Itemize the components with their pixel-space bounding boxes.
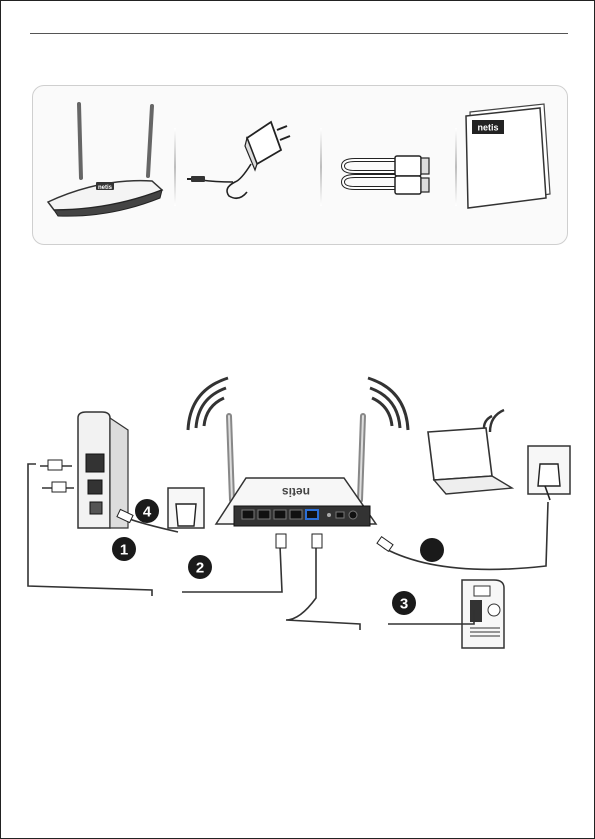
dsl-plug <box>52 482 66 492</box>
step-badge-4: 4 <box>135 499 159 523</box>
computer-tower <box>462 580 504 648</box>
laptop-wifi-icon <box>484 410 504 432</box>
step-badge-3: 3 <box>392 591 416 615</box>
router-brand-label: netis <box>282 485 310 499</box>
header-rule <box>30 33 568 34</box>
divider <box>320 128 322 206</box>
power-adapter-icon <box>185 98 315 218</box>
step-number: 2 <box>196 560 204 577</box>
laptop <box>428 428 512 494</box>
step-number: 1 <box>120 542 128 559</box>
guide-booklet-icon: netis <box>460 98 560 218</box>
ethernet-plug <box>312 534 322 548</box>
router: netis <box>216 478 376 526</box>
power-plug <box>377 537 393 552</box>
wifi-signal-icon <box>188 378 408 430</box>
wan-port <box>306 510 318 519</box>
router-brand-label: netis <box>98 185 113 191</box>
guide-brand-label: netis <box>477 123 498 133</box>
step-badge-1: 1 <box>112 537 136 561</box>
step-number: 4 <box>143 504 152 521</box>
divider <box>455 128 457 206</box>
divider <box>174 128 176 206</box>
router-icon: netis <box>40 98 170 218</box>
wall-outlet-left <box>168 488 204 528</box>
step-number: 3 <box>400 596 408 613</box>
wall-outlet-right <box>528 446 570 500</box>
ethernet-cable-icon <box>335 98 440 218</box>
step-badge-2: 2 <box>188 555 212 579</box>
step-badge-blank <box>420 538 444 562</box>
connection-diagram: netis <box>0 370 595 670</box>
dsl-plug <box>48 460 62 470</box>
ethernet-plug <box>276 534 286 548</box>
